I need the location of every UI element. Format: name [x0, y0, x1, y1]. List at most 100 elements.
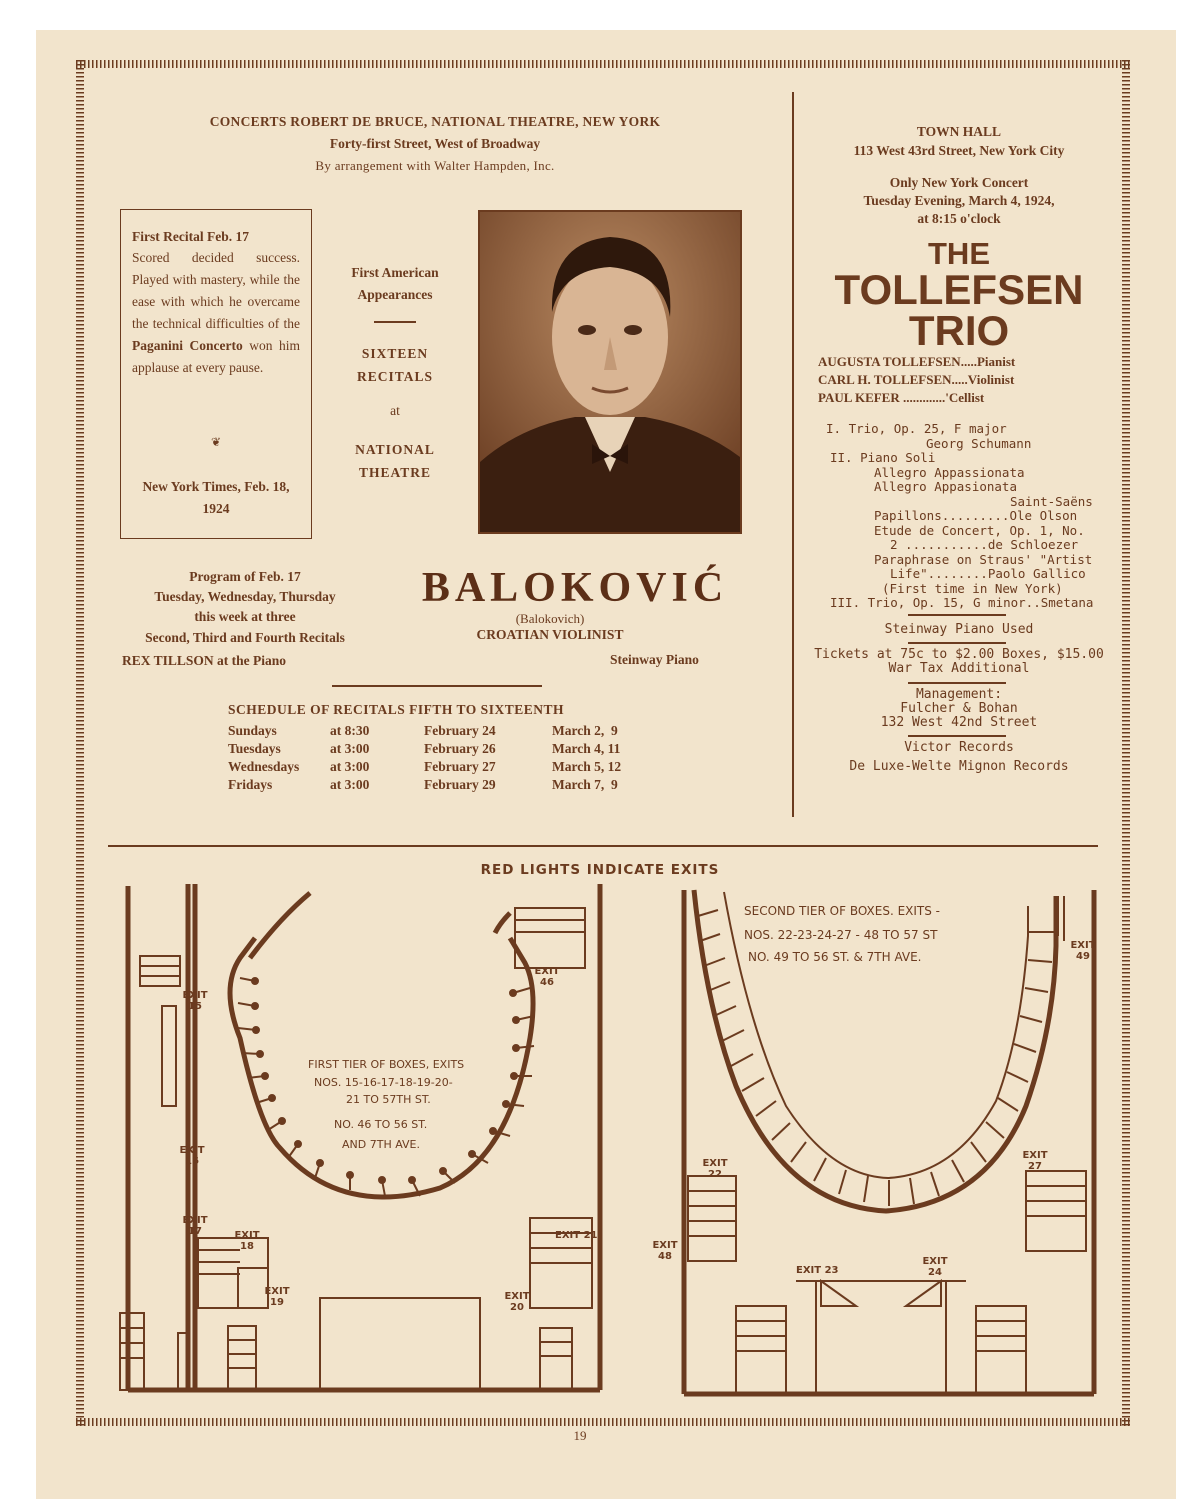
program-line: Etude de Concert, Op. 1, No.: [874, 522, 1085, 538]
page-number: 19: [573, 1428, 587, 1442]
exit-48-label: EXIT 48: [652, 1240, 678, 1262]
artist-name: BALOKOVIĆ: [421, 565, 729, 611]
portrait-photo: [480, 212, 740, 532]
exit-20-label: EXIT 20: [504, 1291, 530, 1313]
schedule-feb: February 29: [424, 777, 496, 792]
first-tier-plan: [119, 884, 603, 1393]
schedule-mar: March 4, 11: [552, 741, 621, 756]
pianist-note: REX TILLSON at the Piano: [122, 653, 287, 668]
member-role: 'Cellist: [945, 390, 985, 405]
review-source: New York Times, Feb. 18, 1924: [142, 479, 290, 516]
program-line: 2 ...........de Schloezer: [890, 537, 1079, 552]
member-row: CARL H. TOLLEFSEN.....Violinist: [818, 371, 1103, 389]
review-title: First Recital Feb. 17: [132, 229, 249, 244]
program-line-1: Program of Feb. 17: [189, 569, 301, 584]
member-name: PAUL KEFER: [818, 390, 900, 405]
appearances-note: First American Appearances: [351, 265, 439, 302]
national-theatre-label: NATIONAL THEATRE: [355, 442, 435, 480]
schedule-day: Tuesdays: [228, 741, 281, 756]
exit-15-label: EXIT 15: [182, 990, 208, 1012]
exit-16-label: EXIT 16: [179, 1145, 205, 1167]
artist-phonetic: (Balokovich): [515, 611, 585, 626]
concert-date: Tuesday Evening, March 4, 1924,: [863, 193, 1055, 208]
exit-19-label: EXIT 19: [264, 1286, 290, 1308]
floorplan-title: RED LIGHTS INDICATE EXITS: [480, 862, 720, 878]
victor-records: Victor Records: [904, 740, 1014, 755]
program-line-3: this week at three: [194, 609, 296, 624]
program-schedule: Program of Feb. 17 Tuesday, Wednesday, T…: [110, 567, 380, 649]
review-body: Scored decided success. Played with mast…: [132, 250, 300, 331]
exit-49-label: EXIT 49: [1070, 940, 1096, 962]
schedule-day: Wednesdays: [228, 759, 300, 774]
schedule-time: at 8:30: [330, 723, 370, 738]
program-line: Allegro Appassionata: [874, 464, 1025, 480]
bottom-border: [76, 1418, 1130, 1426]
program-line: Life"........Paolo Gallico: [890, 566, 1086, 581]
schedule-day: Fridays: [228, 777, 273, 792]
member-role: Pianist: [976, 354, 1016, 369]
review-concerto: Paganini Concerto: [132, 338, 243, 353]
concert-note: Only New York Concert: [889, 175, 1029, 190]
exit-17-label: EXIT 17: [182, 1215, 208, 1237]
management-label: Management:: [915, 687, 1003, 702]
member-dots: .....: [960, 354, 977, 369]
member-name: CARL H. TOLLEFSEN: [818, 372, 952, 387]
first-tier-caption-3: 21 TO 57TH ST.: [346, 1093, 431, 1106]
schedule-feb: February 24: [424, 723, 496, 738]
program-line: II. Piano Soli: [830, 450, 936, 465]
at-label: at: [390, 403, 400, 418]
second-tier-caption-1: SECOND TIER OF BOXES. EXITS -: [744, 904, 941, 918]
second-tier-caption-2: NOS. 22-23-24-27 - 48 TO 57 ST: [744, 928, 938, 942]
exit-27-label: EXIT 27: [1022, 1150, 1048, 1172]
rule-2: [908, 642, 1006, 644]
first-tier-caption-2: NOS. 15-16-17-18-19-20-: [314, 1076, 453, 1089]
review-box: [120, 209, 312, 539]
right-border: [1122, 60, 1130, 1426]
program-line: Allegro Appasionata: [874, 479, 1017, 494]
member-dots: .............: [899, 390, 946, 405]
welte-records: De Luxe-Welte Mignon Records: [849, 759, 1069, 774]
program-line: Georg Schumann: [926, 435, 1032, 451]
program-line-2: Tuesday, Wednesday, Thursday: [154, 589, 336, 604]
appearances-rule: [374, 321, 416, 323]
venue-street: Forty-first Street, West of Broadway: [329, 136, 541, 151]
program-line: Paraphrase on Straus' "Artist: [874, 551, 1093, 567]
schedule-day: Sundays: [228, 723, 277, 738]
trio-title-the: THE: [928, 236, 990, 271]
venue-name: TOWN HALL: [916, 124, 1002, 139]
member-row: PAUL KEFER .............'Cellist: [818, 389, 1103, 407]
first-tier-caption-1: FIRST TIER OF BOXES, EXITS: [308, 1058, 465, 1071]
schedule-time: at 3:00: [330, 759, 370, 774]
first-tier-caption-5: AND 7TH AVE.: [342, 1138, 420, 1151]
program-line: Papillons.........Ole Olson: [874, 508, 1078, 523]
program-line: Saint-Saëns: [1010, 493, 1093, 509]
rule-3: [908, 682, 1006, 684]
program-line: (First time in New York): [882, 580, 1063, 596]
arrangement-note: By arrangement with Walter Hampden, Inc.: [315, 158, 555, 173]
exit-24-label: EXIT 24: [922, 1256, 948, 1278]
exit-21-label: EXIT 21: [555, 1230, 598, 1241]
ornament-icon: ❦: [210, 435, 222, 449]
schedule-feb: February 27: [424, 759, 496, 774]
schedule-time: at 3:00: [330, 777, 370, 792]
member-role: Violinist: [967, 372, 1015, 387]
piano-used: Steinway Piano Used: [884, 622, 1034, 637]
left-border: [76, 60, 84, 1426]
program-line: I. Trio, Op. 25, F major: [826, 421, 1007, 436]
schedule-mar: March 2, 9: [552, 723, 618, 738]
tickets: Tickets at 75c to $2.00 Boxes, $15.00: [814, 647, 1104, 662]
top-border: [76, 60, 1130, 68]
exit-23-label: EXIT 23: [796, 1265, 839, 1276]
schedule-feb: February 26: [424, 741, 496, 756]
review-text: Scored decided success. Played with mast…: [132, 247, 300, 379]
steinway-note: Steinway Piano: [610, 652, 699, 667]
member-row: AUGUSTA TOLLEFSEN.....Pianist: [818, 353, 1103, 371]
concert-time: at 8:15 o'clock: [917, 211, 1001, 226]
program-line-4: Second, Third and Fourth Recitals: [145, 630, 345, 645]
schedule-title: SCHEDULE OF RECITALS FIFTH TO SIXTEENTH: [228, 702, 564, 717]
